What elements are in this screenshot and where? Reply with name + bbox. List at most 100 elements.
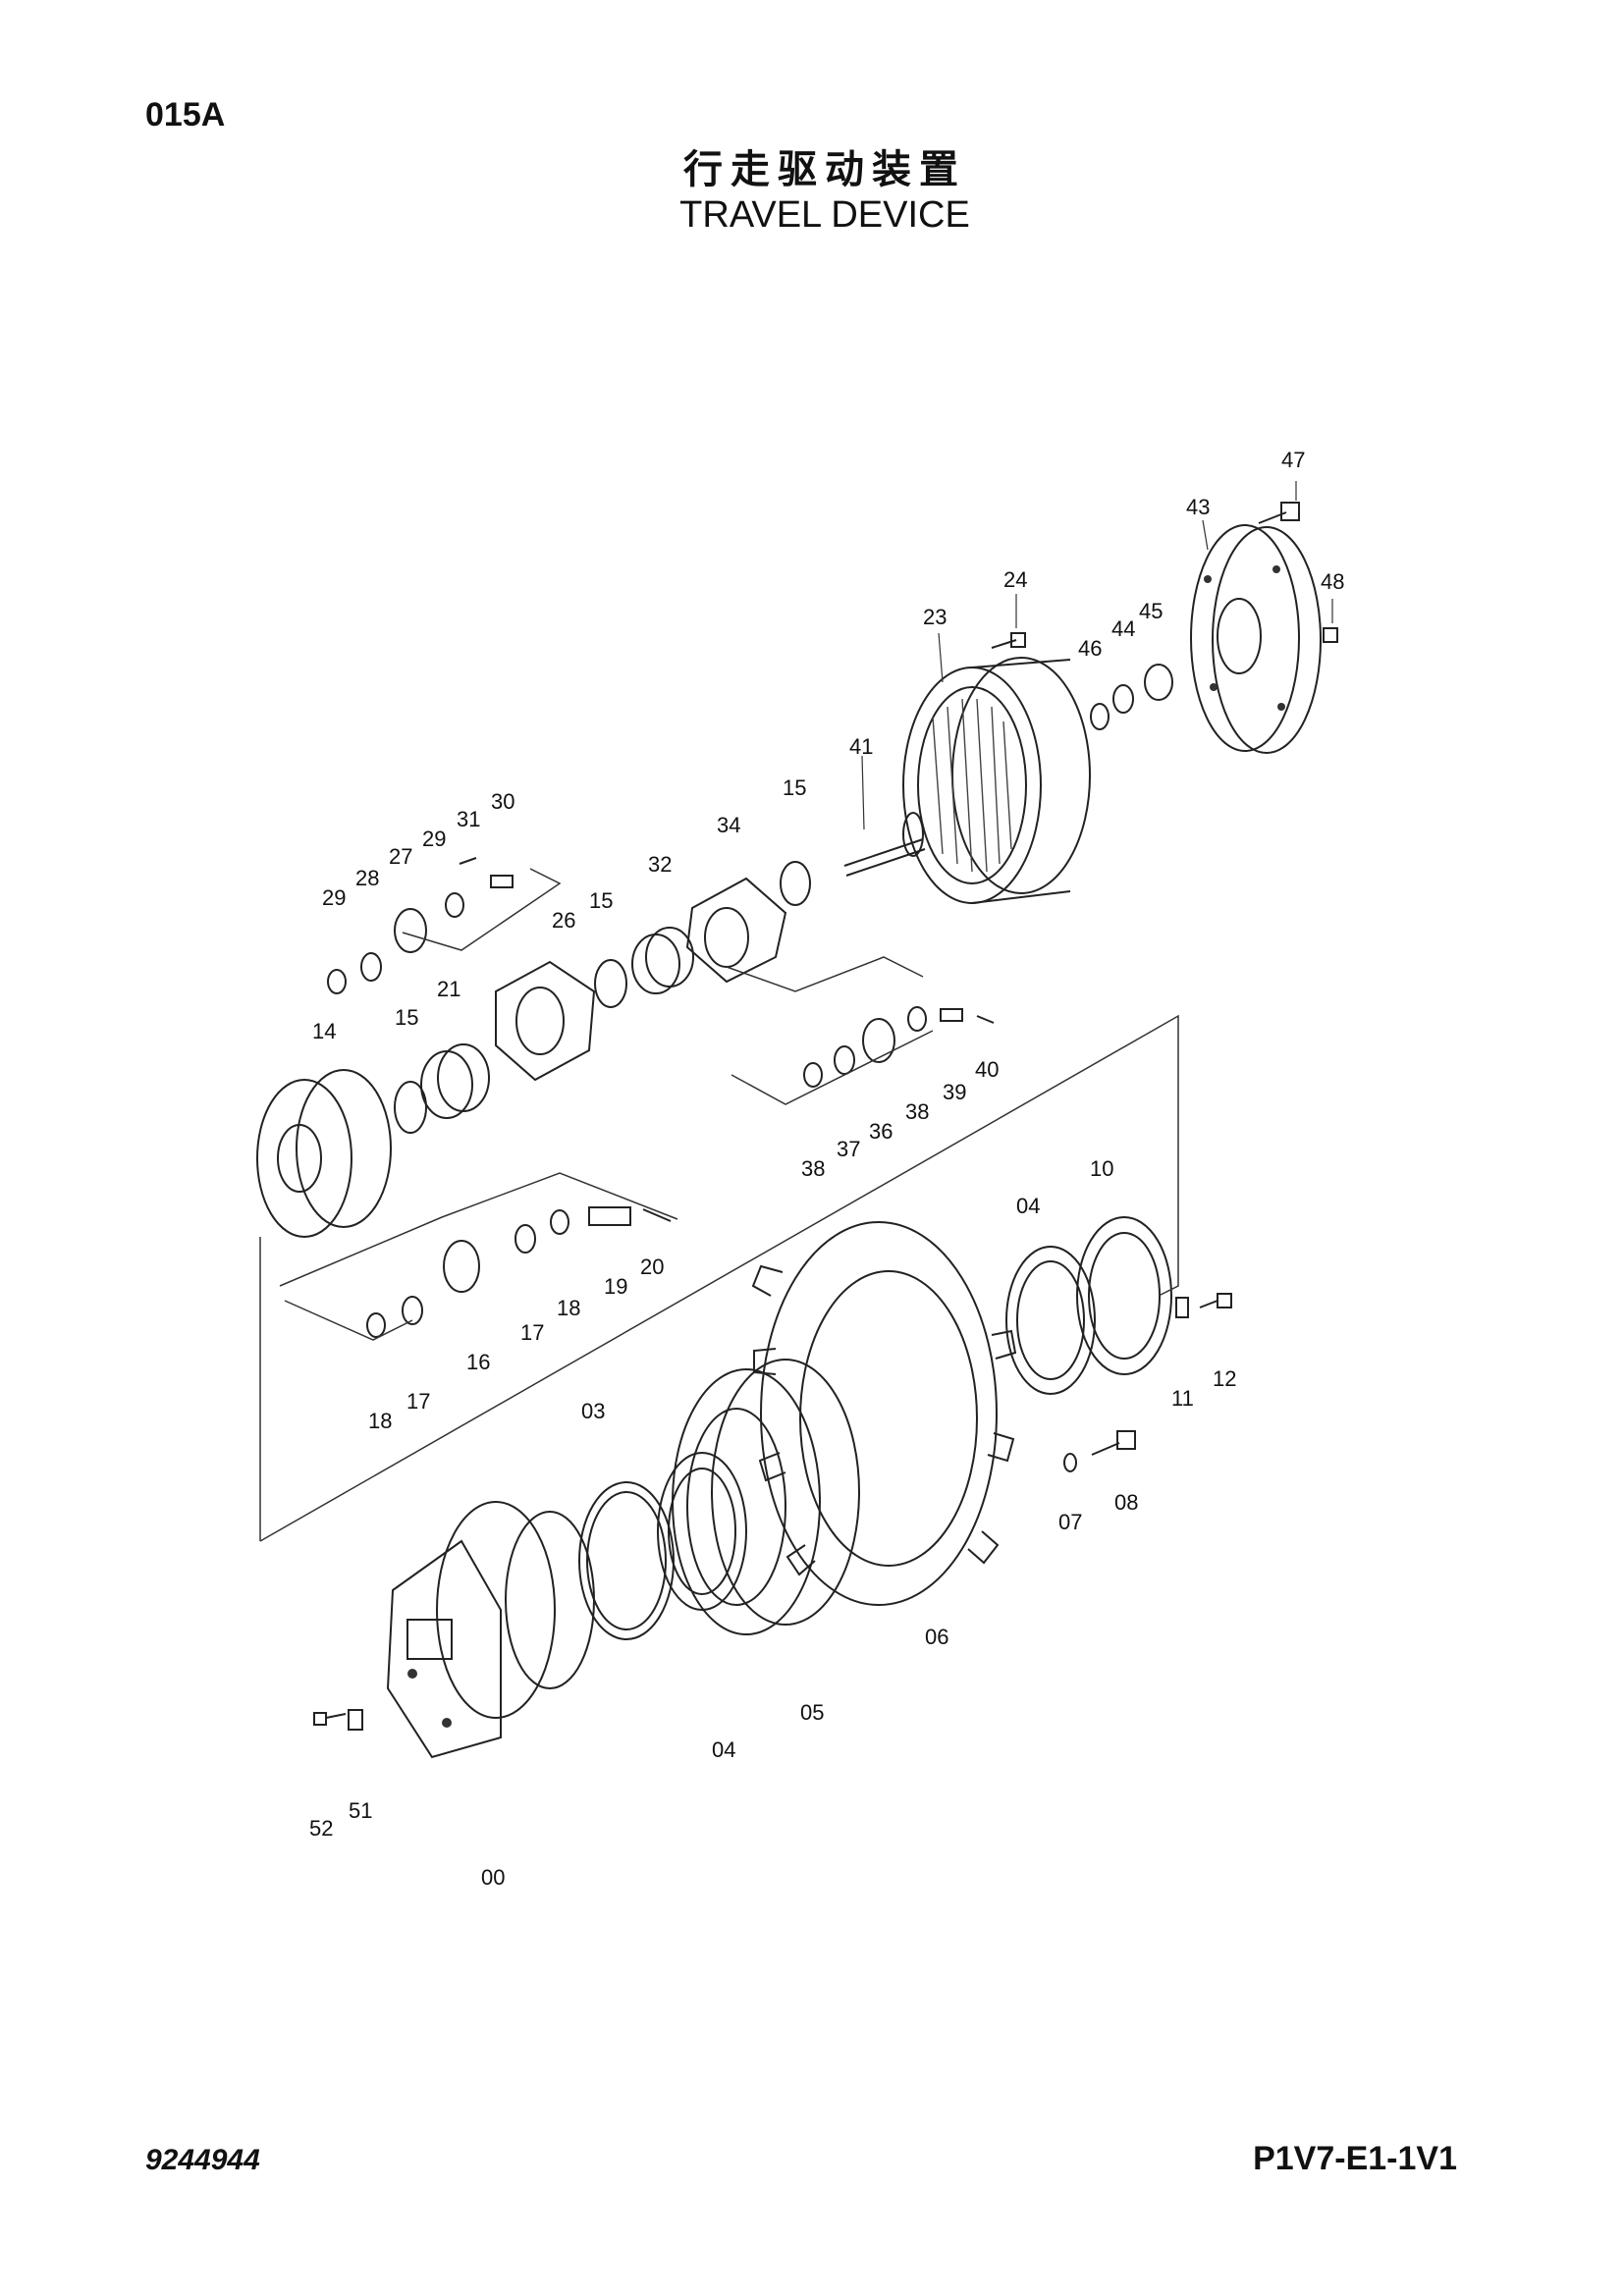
callout-label: 44 (1111, 616, 1135, 641)
part-bearing-17a (402, 1296, 423, 1325)
part-planet-gear-36 (862, 1018, 895, 1063)
callout-label: 51 (349, 1798, 372, 1823)
part-ring-gear (902, 657, 1091, 904)
callout-label: 18 (368, 1409, 392, 1433)
part-washer-07 (1063, 1453, 1077, 1472)
part-ring-10-inner (1088, 1232, 1161, 1360)
callout-label: 12 (1213, 1366, 1236, 1391)
callout-label: 19 (604, 1274, 627, 1299)
part-end-cover (1190, 524, 1322, 754)
callout-label: 21 (437, 977, 460, 1001)
callout-label: 17 (520, 1320, 544, 1345)
callout-label: 06 (925, 1625, 948, 1649)
part-plug-48 (1323, 627, 1338, 643)
callout-label: 20 (640, 1255, 664, 1279)
callout-label: 18 (557, 1296, 580, 1320)
callout-label: 43 (1186, 495, 1210, 519)
part-gear-21 (420, 1043, 490, 1119)
callout-label: 38 (801, 1156, 825, 1181)
model-code: P1V7-E1-1V1 (1253, 2140, 1457, 2177)
part-bearing-37 (834, 1045, 855, 1075)
callout-label: 14 (312, 1019, 336, 1043)
part-washer-18a (366, 1312, 386, 1338)
page-code: 015A (145, 96, 226, 133)
part-sun-gear-32 (631, 927, 694, 994)
callout-label: 03 (581, 1399, 605, 1423)
callout-label: 07 (1058, 1510, 1082, 1534)
part-carrier-26 (495, 960, 596, 1082)
part-floating-seal-04-upper (1005, 1246, 1096, 1395)
part-pin-31 (459, 857, 477, 865)
part-bolt-12 (1199, 1293, 1232, 1308)
callout-label: 24 (1003, 567, 1027, 592)
callout-label: 00 (481, 1865, 505, 1890)
part-thrust-washer-15b (594, 959, 627, 1008)
callout-label: 10 (1090, 1156, 1113, 1181)
part-washer-38a (803, 1062, 823, 1088)
callout-label: 04 (712, 1737, 735, 1762)
part-carrier-34 (685, 877, 787, 984)
part-snap-ring-46 (1090, 703, 1110, 730)
part-bolt-24 (991, 632, 1026, 649)
part-washer-29a (327, 969, 347, 994)
callout-label: 41 (849, 734, 873, 759)
callout-label: 16 (466, 1350, 490, 1374)
callout-label: 46 (1078, 636, 1102, 661)
callout-label: 39 (943, 1080, 966, 1104)
part-floating-seal-04-lower (657, 1452, 747, 1611)
callout-label: 23 (923, 605, 947, 629)
callout-label: 32 (648, 852, 672, 877)
part-carrier-14 (256, 1069, 392, 1238)
part-thrust-washer-15c (394, 1081, 427, 1134)
part-pin-39 (940, 1008, 963, 1022)
callout-label: 38 (905, 1099, 929, 1124)
part-pin-30 (490, 875, 514, 888)
part-lock-plate-11 (1175, 1297, 1189, 1318)
callout-label: 08 (1114, 1490, 1138, 1515)
part-floating-seal-04-lower-inner (668, 1468, 736, 1595)
callout-label: 04 (1016, 1194, 1040, 1218)
callout-label: 26 (552, 908, 575, 933)
callout-label: 36 (869, 1119, 893, 1144)
part-planet-gear-27 (394, 908, 427, 953)
callout-label: 48 (1321, 569, 1344, 594)
callout-label: 17 (406, 1389, 430, 1414)
part-pin-19 (588, 1206, 631, 1226)
callout-label: 52 (309, 1816, 333, 1841)
callout-label: 47 (1281, 448, 1305, 472)
part-washer-18b (550, 1209, 569, 1235)
callout-label: 05 (800, 1700, 824, 1725)
callout-label: 15 (395, 1005, 418, 1030)
part-washer-29b (445, 892, 464, 918)
callout-label: 15 (589, 888, 613, 913)
part-sprocket (751, 1221, 1017, 1606)
callout-labels: 47 43 48 24 23 46 44 45 41 15 34 32 15 2… (309, 448, 1344, 1890)
part-bolt-08 (1091, 1430, 1136, 1456)
part-planet-gear-16 (443, 1240, 480, 1293)
assembly-lines (259, 868, 1179, 1542)
callout-label: 27 (389, 844, 412, 869)
callout-label: 31 (457, 807, 480, 831)
callout-label: 29 (322, 885, 346, 910)
part-pin-40 (976, 1015, 995, 1024)
part-pin-20 (642, 1208, 672, 1222)
page-title-english: TRAVEL DEVICE (679, 194, 970, 236)
part-shaft (843, 812, 926, 877)
callout-label: 30 (491, 789, 514, 814)
callout-label: 11 (1171, 1386, 1194, 1411)
part-thrust-washer-15a (780, 861, 811, 906)
part-screw-52 (313, 1712, 347, 1726)
document-number: 9244944 (145, 2144, 260, 2176)
part-bearing-17b (514, 1224, 536, 1254)
callout-label: 28 (355, 866, 379, 890)
part-travel-motor (386, 1501, 595, 1759)
part-plate-51 (348, 1709, 363, 1731)
part-bearing-45 (1144, 664, 1173, 701)
part-bearing-44 (1112, 684, 1134, 714)
callout-label: 29 (422, 827, 446, 851)
callout-label: 34 (717, 813, 740, 837)
callout-label: 15 (783, 775, 806, 800)
leader-lines (861, 481, 1333, 830)
part-seal-03 (578, 1481, 675, 1640)
